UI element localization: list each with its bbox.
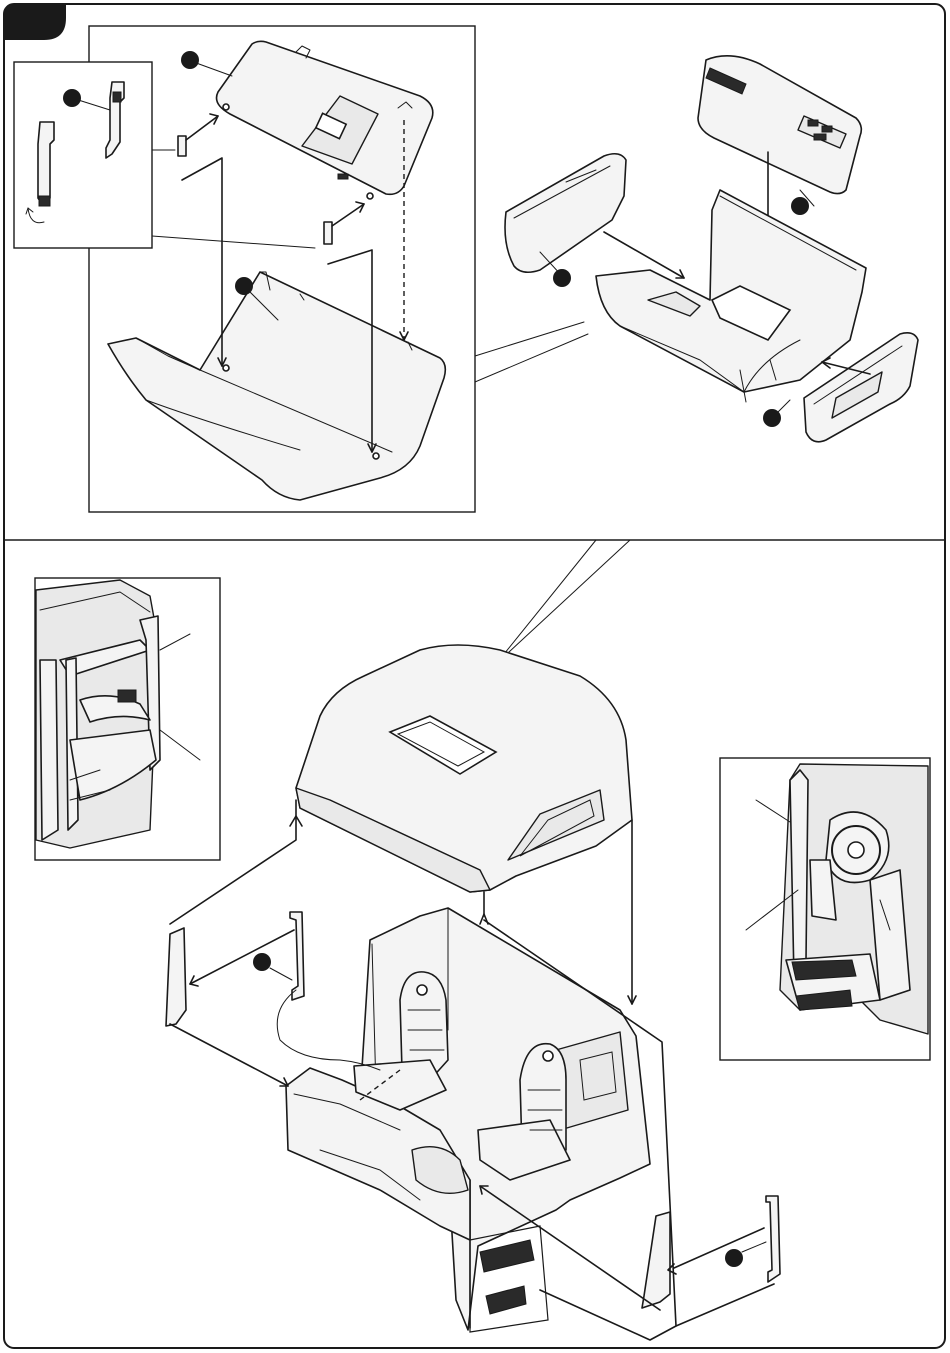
roof-liner-body: [596, 190, 866, 402]
callout-marker-clip: [63, 89, 81, 107]
cab-step-lower-icon: [486, 1286, 526, 1314]
callout-marker-overhead-console: [791, 197, 809, 215]
view-connector-top: [475, 322, 588, 382]
step-tab: [4, 4, 66, 40]
left-side-panel: [505, 154, 626, 273]
callout-marker-right-a-pillar: [725, 1249, 743, 1267]
interior-left-inset: [35, 578, 220, 860]
headliner-exploded-view: [14, 26, 475, 512]
cab-step-upper-icon: [480, 1240, 534, 1272]
clip-fastener-left: [178, 136, 186, 156]
cab-roof: [296, 645, 632, 892]
view-connector-bottom: [496, 540, 630, 664]
callout-marker-right-side-panel: [763, 409, 781, 427]
left-a-pillar-trim: [166, 928, 186, 1026]
right-pillar-seal: [766, 1196, 780, 1282]
step-plate-upper-icon: [792, 960, 856, 980]
callout-marker-front-panel: [235, 277, 253, 295]
headliner-front-panel: [108, 272, 445, 500]
roof-liner-exploded-view: [505, 56, 918, 442]
overhead-console: [698, 56, 861, 194]
headliner-rear-panel: [217, 41, 433, 199]
left-pillar-seal: [290, 912, 304, 1000]
clip-fastener-right: [324, 222, 332, 244]
right-a-pillar-trim: [642, 1212, 670, 1308]
callout-marker-rear-panel: [181, 51, 199, 69]
interior-right-inset: [720, 758, 930, 1060]
callout-marker-left-a-pillar: [253, 953, 271, 971]
callout-marker-left-side-panel: [553, 269, 571, 287]
cab-exploded-view: [166, 645, 780, 1340]
